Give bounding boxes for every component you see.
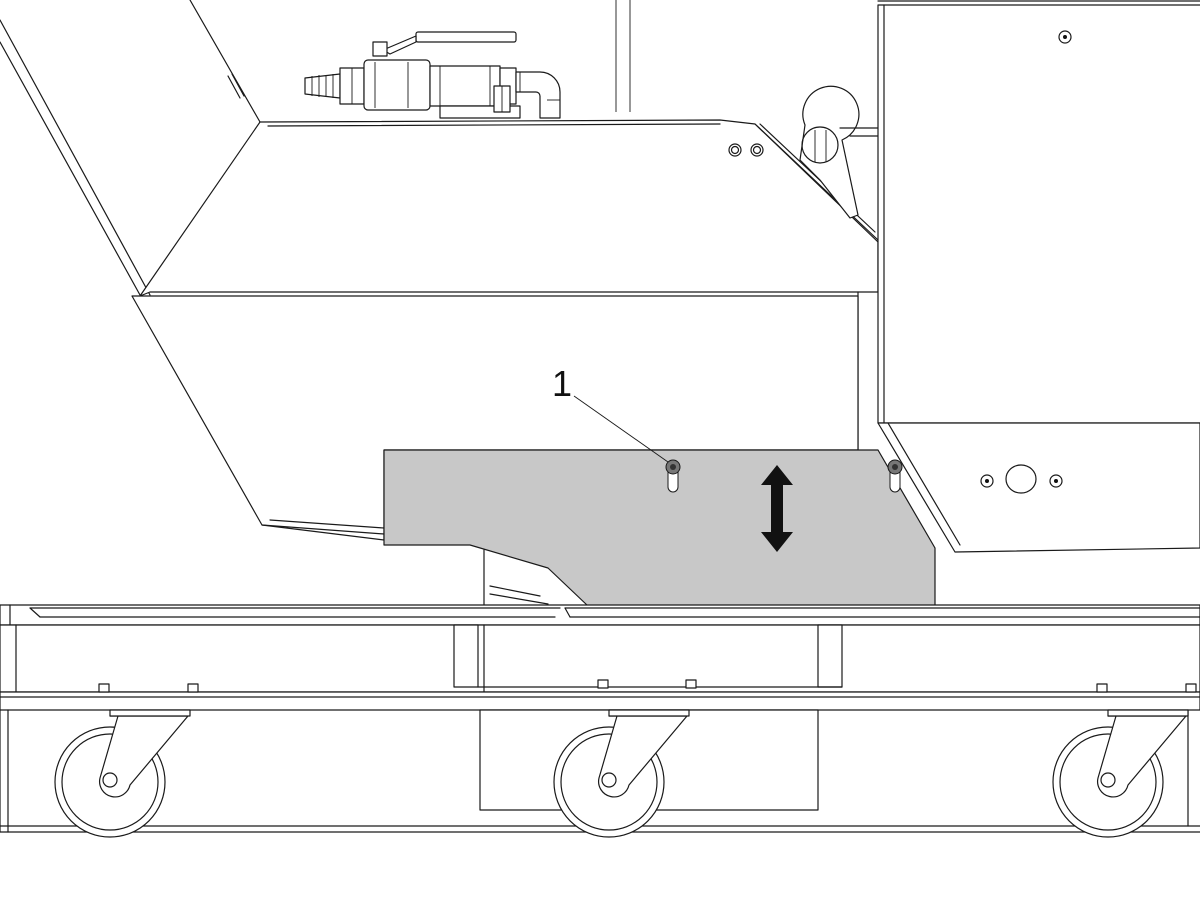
ball-valve-assembly (304, 31, 561, 119)
adjustable-plate (383, 449, 936, 607)
callout-1: 1 (552, 363, 669, 463)
upper-frame (0, 0, 631, 296)
slotted-bolt-right (887, 459, 903, 493)
caster-right (1052, 709, 1189, 838)
caster-left (54, 709, 191, 838)
callout-label: 1 (552, 363, 572, 404)
right-housing (857, 0, 1200, 553)
slotted-bolt-left (665, 459, 681, 493)
double-vertical-arrow-icon (761, 465, 793, 552)
rail-bolts (98, 679, 1197, 693)
hopper-upper-panel (139, 85, 879, 297)
caster-middle (553, 709, 690, 838)
